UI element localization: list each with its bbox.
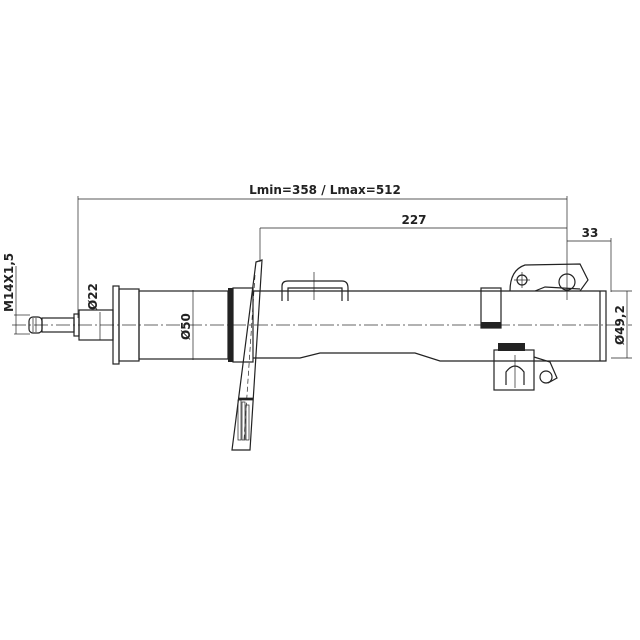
brake-hose-bracket [281, 272, 349, 301]
end-offset-label: 33 [582, 226, 599, 240]
end-offset-dimension: 33 [567, 226, 612, 292]
tube-diameter-label: Ø49,2 [613, 305, 627, 345]
rod-diameter-label: Ø22 [86, 283, 100, 310]
length-dimension: Lmin=358 / Lmax=512 [77, 183, 568, 318]
piston-rod [28, 309, 114, 341]
damper-tube [253, 290, 607, 362]
rod-diameter-dimension: Ø22 [86, 283, 101, 340]
spring-seat [231, 259, 263, 451]
thread-dimension: M14X1,5 [2, 253, 30, 335]
body-diameter-label: Ø50 [179, 313, 193, 340]
mount-distance-dimension: 227 [259, 213, 567, 262]
lower-bracket [493, 343, 558, 391]
knuckle-clamp [480, 263, 589, 329]
tube-diameter-dimension: Ø49,2 [611, 290, 632, 359]
length-label: Lmin=358 / Lmax=512 [249, 183, 401, 197]
thread-label: M14X1,5 [2, 253, 16, 312]
mount-distance-label: 227 [401, 213, 426, 227]
body-diameter-dimension: Ø50 [179, 290, 194, 360]
